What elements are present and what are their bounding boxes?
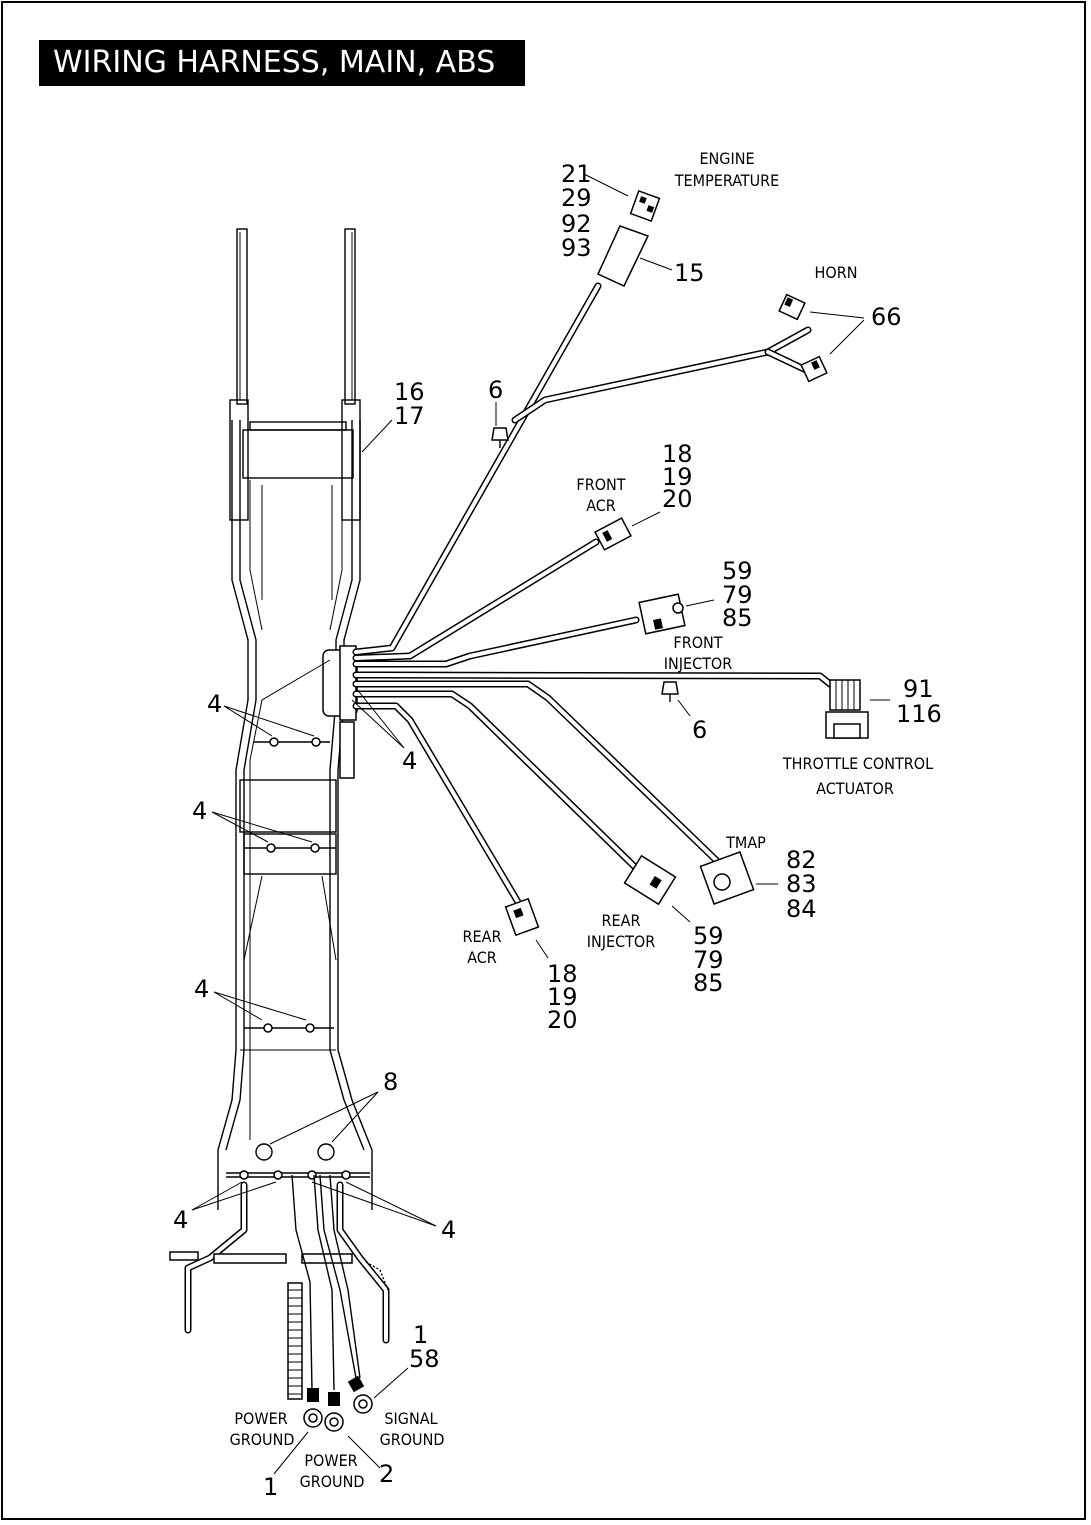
cable-ties (239, 737, 351, 1180)
callout-17: 17 (394, 402, 425, 430)
callout-1-signal: 1 (413, 1321, 428, 1349)
rear-injector-connector (623, 854, 677, 906)
callout-85-rear: 85 (693, 969, 724, 997)
engine-temperature-label-2: TEMPERATURE (674, 171, 779, 190)
front-acr-label-1: FRONT (576, 475, 625, 494)
callout-19-rear: 19 (547, 983, 578, 1011)
rear-acr-label-1: REAR (463, 927, 502, 946)
callout-84: 84 (786, 895, 817, 923)
callout-29: 29 (561, 184, 592, 212)
rear-injector-label-1: REAR (602, 911, 641, 930)
engine-temperature-label-1: ENGINE (699, 149, 754, 168)
callout-79-rear: 79 (693, 946, 724, 974)
throttle-label-1: THROTTLE CONTROL (782, 754, 933, 773)
power-ground-left-label-2: GROUND (230, 1430, 295, 1449)
callout-18-front: 18 (662, 440, 693, 468)
callout-20-front: 20 (662, 485, 693, 513)
front-acr-connector (594, 517, 632, 551)
callout-4-frame-1: 4 (207, 690, 222, 718)
harness-junction-block (322, 645, 358, 779)
callout-4-frame-2: 4 (192, 797, 207, 825)
callout-1-power: 1 (263, 1473, 278, 1501)
callout-6-lower: 6 (692, 716, 707, 744)
front-injector-label-2: INJECTOR (664, 654, 733, 673)
power-ground-center-label-2: GROUND (300, 1472, 365, 1491)
callout-79-front: 79 (722, 581, 753, 609)
horn-label: HORN (815, 263, 858, 282)
callout-2: 2 (379, 1460, 394, 1488)
callout-82: 82 (786, 846, 817, 874)
rear-acr-label-2: ACR (467, 948, 497, 967)
callout-18-rear: 18 (547, 960, 578, 988)
front-injector-label-1: FRONT (673, 633, 722, 652)
callout-16: 16 (394, 378, 425, 406)
callout-66: 66 (871, 303, 902, 331)
harness-wires (169, 282, 834, 1432)
wire-clips (491, 427, 679, 702)
front-injector-connector (638, 593, 686, 635)
engine-temperature-connector (597, 190, 661, 287)
front-acr-label-2: ACR (586, 496, 616, 515)
power-ground-center-label-1: POWER (304, 1451, 357, 1470)
callout-58: 58 (409, 1345, 440, 1373)
callout-116: 116 (896, 700, 942, 728)
callout-6-upper: 6 (488, 376, 503, 404)
callout-91: 91 (903, 675, 934, 703)
rear-acr-connector (504, 897, 540, 937)
power-ground-left-label-1: POWER (234, 1409, 287, 1428)
callout-85-front: 85 (722, 604, 753, 632)
callout-59-rear: 59 (693, 922, 724, 950)
callout-4-bottom-right: 4 (441, 1216, 456, 1244)
tmap-connector (699, 851, 755, 905)
callout-4-junction: 4 (402, 747, 417, 775)
callout-19-front: 19 (662, 463, 693, 491)
throttle-control-actuator-connector (825, 679, 869, 739)
callout-92: 92 (561, 210, 592, 238)
callout-21: 21 (561, 160, 592, 188)
signal-ground-label-1: SIGNAL (384, 1409, 437, 1428)
horn-connectors (778, 293, 828, 383)
callout-83: 83 (786, 870, 817, 898)
callout-15: 15 (674, 259, 705, 287)
throttle-label-2: ACTUATOR (816, 779, 894, 798)
callout-20-rear: 20 (547, 1006, 578, 1034)
leader-lines (191, 173, 890, 1475)
rear-injector-label-2: INJECTOR (587, 932, 656, 951)
signal-ground-label-2: GROUND (380, 1430, 445, 1449)
motorcycle-frame (217, 228, 373, 1210)
callout-4-bottom-left: 4 (173, 1206, 188, 1234)
callout-8: 8 (383, 1068, 398, 1096)
tmap-label: TMAP (725, 833, 766, 852)
callout-59-front: 59 (722, 557, 753, 585)
callout-4-frame-3: 4 (194, 975, 209, 1003)
callout-93: 93 (561, 234, 592, 262)
page-title: WIRING HARNESS, MAIN, ABS (39, 40, 525, 86)
